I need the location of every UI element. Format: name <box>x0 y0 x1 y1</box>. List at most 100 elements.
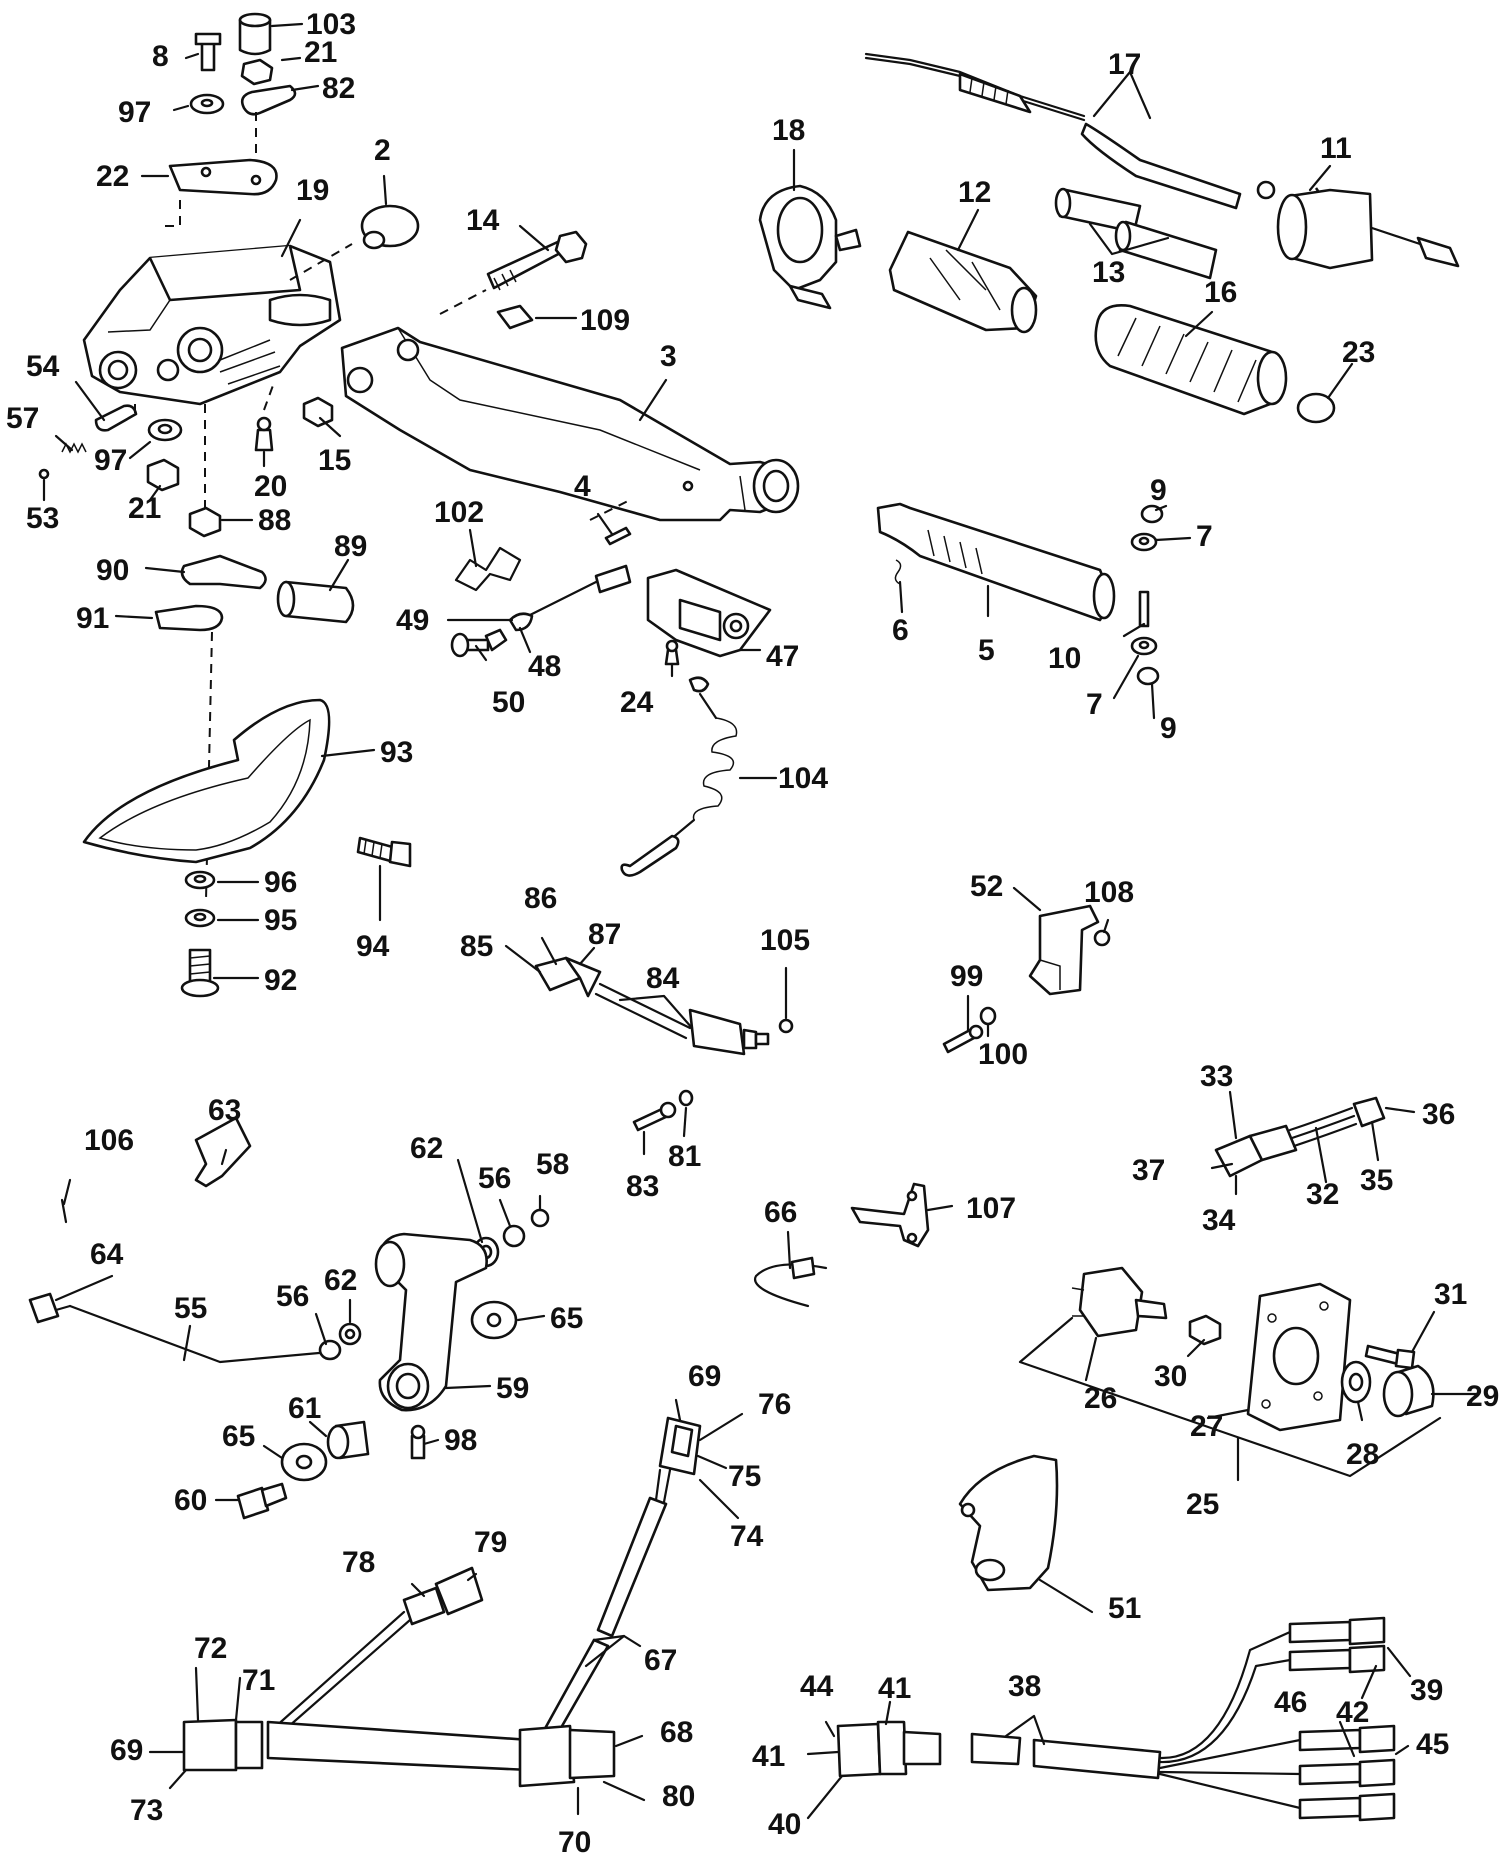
callout-29: 29 <box>1466 1380 1499 1413</box>
callout-97-mid: 97 <box>94 444 127 477</box>
callout-63: 63 <box>208 1094 241 1127</box>
washer-100 <box>979 1006 997 1026</box>
callout-73: 73 <box>130 1794 163 1827</box>
callout-76: 76 <box>758 1388 791 1421</box>
part-63 <box>194 1116 252 1188</box>
callout-41-top: 41 <box>878 1672 911 1705</box>
screw-99 <box>942 1024 984 1054</box>
callout-13: 13 <box>1092 256 1125 289</box>
plate-91 <box>154 604 224 632</box>
switch-26 <box>1071 1266 1168 1338</box>
cable-17 <box>864 52 1242 210</box>
callout-26: 26 <box>1084 1382 1117 1415</box>
callout-60: 60 <box>174 1484 207 1517</box>
leader-lines <box>42 22 1478 1820</box>
nut-108 <box>1093 929 1111 947</box>
callout-12: 12 <box>958 176 991 209</box>
tiller-arm-3 <box>340 326 800 522</box>
shift-lever-59 <box>374 1232 488 1412</box>
callout-95: 95 <box>264 904 297 937</box>
plate-27 <box>1246 1282 1352 1432</box>
washer-65-left <box>280 1442 328 1482</box>
callout-22: 22 <box>96 160 129 193</box>
callout-71: 71 <box>242 1664 275 1697</box>
callout-87: 87 <box>588 918 621 951</box>
callout-32: 32 <box>1306 1178 1339 1211</box>
bolt-94 <box>356 836 412 868</box>
callout-33: 33 <box>1200 1060 1233 1093</box>
nut-28 <box>1340 1360 1372 1404</box>
callout-51: 51 <box>1108 1592 1141 1625</box>
callout-68: 68 <box>660 1716 693 1749</box>
callout-24: 24 <box>620 686 654 719</box>
callout-49: 49 <box>396 604 429 637</box>
washer-97-top <box>189 93 225 115</box>
callout-64: 64 <box>90 1238 124 1271</box>
throttle-part-11 <box>1256 180 1460 270</box>
callout-21-mid: 21 <box>128 492 161 525</box>
washer-95 <box>184 908 216 928</box>
callout-3: 3 <box>660 340 677 373</box>
callout-81: 81 <box>668 1140 701 1173</box>
callout-52: 52 <box>970 870 1003 903</box>
callout-69-bottom: 69 <box>110 1734 143 1767</box>
callout-89: 89 <box>334 530 367 563</box>
link-64 <box>28 1292 72 1324</box>
callout-70: 70 <box>558 1826 591 1853</box>
callout-98: 98 <box>444 1424 477 1457</box>
bolt-92 <box>180 948 220 998</box>
callout-62-mid: 62 <box>324 1264 357 1297</box>
callout-85: 85 <box>460 930 493 963</box>
callout-103: 103 <box>306 8 356 41</box>
part-18 <box>758 184 862 310</box>
callout-2: 2 <box>374 134 391 167</box>
callout-104: 104 <box>778 762 828 795</box>
harness-84 <box>534 956 770 1056</box>
callout-5: 5 <box>978 634 995 667</box>
callout-4: 4 <box>574 470 591 503</box>
tube-13-b <box>1114 220 1218 280</box>
part-7-bottom <box>1130 636 1158 656</box>
callout-99: 99 <box>950 960 983 993</box>
callout-45: 45 <box>1416 1728 1449 1761</box>
grip-16 <box>1094 304 1288 416</box>
callout-37: 37 <box>1132 1154 1165 1187</box>
callout-78: 78 <box>342 1546 375 1579</box>
cap-103 <box>238 12 272 56</box>
callout-44: 44 <box>800 1670 834 1703</box>
callout-62-top: 62 <box>410 1132 443 1165</box>
callout-65-right: 65 <box>550 1302 583 1335</box>
callout-69-top: 69 <box>688 1360 721 1393</box>
kit-bracket-25 <box>1018 1316 1442 1478</box>
callout-96: 96 <box>264 866 297 899</box>
callout-41-bottom: 41 <box>752 1740 785 1773</box>
callout-20: 20 <box>254 470 287 503</box>
part-12 <box>888 230 1038 334</box>
washer-56-top <box>502 1224 526 1248</box>
nut-30 <box>1188 1314 1222 1346</box>
plate-90 <box>180 554 267 590</box>
callout-7-top: 7 <box>1196 520 1213 553</box>
nut-58 <box>530 1208 550 1228</box>
shift-quadrant-93 <box>82 698 331 864</box>
harness-38 <box>836 1616 1396 1822</box>
clip-102 <box>454 546 522 592</box>
strap-66 <box>753 1256 828 1308</box>
callout-108: 108 <box>1084 876 1134 909</box>
plug-79 <box>402 1566 484 1626</box>
lanyard-104 <box>620 676 738 877</box>
nut-15 <box>302 396 334 428</box>
callout-75: 75 <box>728 1460 761 1493</box>
callout-39: 39 <box>1410 1674 1443 1707</box>
callout-58: 58 <box>536 1148 569 1181</box>
callout-84: 84 <box>646 962 680 995</box>
callout-54: 54 <box>26 350 60 383</box>
callout-11: 11 <box>1320 132 1352 165</box>
callout-34: 34 <box>1202 1204 1236 1237</box>
washer-81 <box>678 1089 694 1107</box>
nut-105 <box>778 1018 794 1034</box>
callout-100: 100 <box>978 1038 1028 1071</box>
washer-96 <box>184 870 216 890</box>
callout-8: 8 <box>152 40 169 73</box>
